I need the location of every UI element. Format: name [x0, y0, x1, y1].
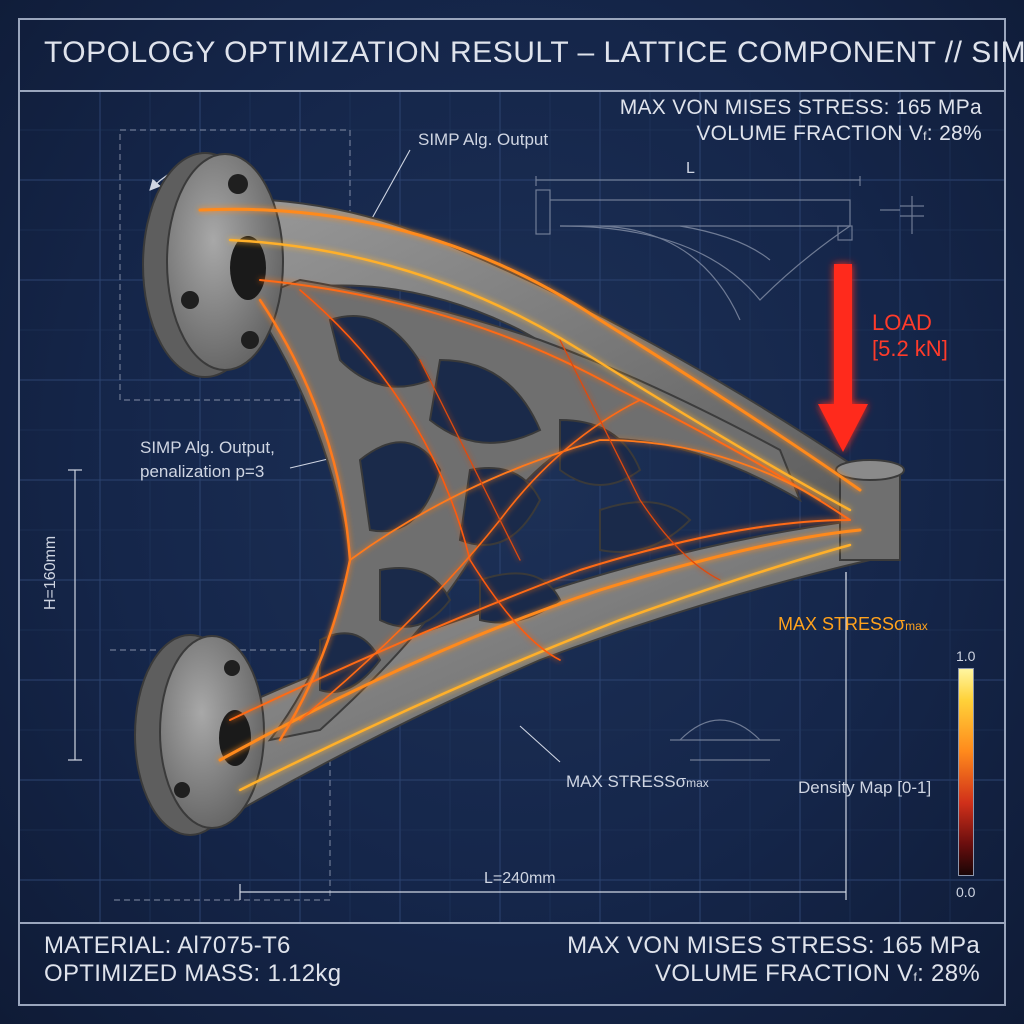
load-arrow: [818, 264, 868, 452]
title-bar: [18, 18, 1006, 92]
max-stress-label-right: MAX STRESSσmax: [778, 614, 928, 635]
max-stress-symbol-right: σ: [894, 614, 906, 634]
max-stress-leader-bottom: [519, 725, 561, 763]
top-volume-fraction: VOLUME FRACTION Vf: 28%: [696, 122, 982, 146]
simp-penalization-label-1: SIMP Alg. Output,: [140, 438, 275, 457]
lattice-hole: [559, 418, 642, 486]
dim-l-top-label: L: [686, 160, 695, 177]
lattice-hole: [358, 441, 442, 533]
density-map-label: Density Map [0-1]: [798, 778, 932, 797]
top-volume-prefix: VOLUME FRACTION V: [696, 122, 924, 145]
footer-volume-suffix: : 28%: [917, 960, 980, 987]
reference-sketch: [110, 129, 924, 901]
page-title: TOPOLOGY OPTIMIZATION RESULT – LATTICE C…: [44, 36, 1024, 69]
max-stress-label-bottom: MAX STRESSσmax: [566, 772, 709, 792]
lattice-part: [134, 152, 905, 836]
footer-volume-fraction: VOLUME FRACTION Vf: 28%: [655, 960, 980, 988]
lattice-hole: [599, 501, 692, 553]
simp-output-leader: [369, 149, 411, 223]
footer-material: MATERIAL: Al7075-T6: [44, 932, 291, 959]
dim-h-label: H=160mm: [42, 535, 59, 610]
load-boss: [835, 459, 905, 561]
mounting-lug-bottom: [134, 634, 265, 836]
footer-max-stress: MAX VON MISES STRESS: 165 MPa: [567, 932, 980, 959]
stress-flow-lines: [198, 207, 862, 792]
top-volume-suffix: : 28%: [926, 122, 982, 145]
max-stress-sub-bottom: max: [686, 776, 709, 790]
max-stress-prefix-right: MAX STRESS: [778, 614, 895, 634]
colorbar-max-label: 1.0: [956, 648, 976, 664]
simp-output-label: SIMP Alg. Output: [418, 130, 549, 149]
dimension-lines: [68, 469, 847, 900]
max-stress-sub-right: max: [905, 619, 928, 633]
footer-divider: [18, 922, 1006, 924]
lattice-hole: [379, 567, 452, 628]
footer-mass: OPTIMIZED MASS: 1.12kg: [44, 960, 342, 987]
density-colorbar: [958, 668, 974, 876]
dim-l-label: L=240mm: [484, 870, 556, 887]
drawing-frame: [18, 18, 1006, 1006]
load-label-line-2: [5.2 kN]: [872, 336, 948, 361]
load-label: LOAD [5.2 kN]: [872, 310, 948, 362]
load-label-line-1: LOAD: [872, 310, 932, 335]
lattice-hole: [428, 358, 542, 444]
footer-volume-prefix: VOLUME FRACTION V: [655, 960, 914, 987]
simp-penalization-label-2: penalization p=3: [140, 462, 265, 481]
max-stress-symbol-bottom: σ: [675, 772, 687, 791]
top-max-stress: MAX VON MISES STRESS: 165 MPa: [619, 96, 982, 119]
max-stress-prefix-bottom: MAX STRESS: [566, 772, 676, 791]
colorbar-min-label: 0.0: [956, 884, 976, 900]
top-volume-sub: f: [923, 129, 927, 143]
footer-volume-sub: f: [913, 970, 918, 984]
